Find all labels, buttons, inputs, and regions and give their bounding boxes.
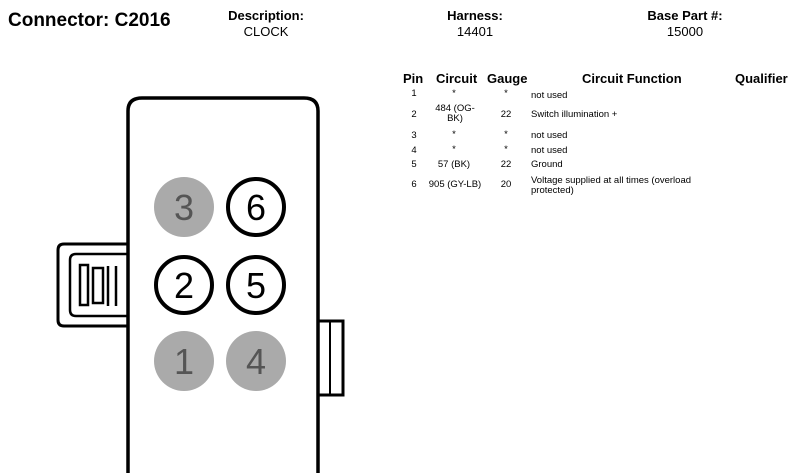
wire-gauge: 22	[500, 159, 512, 170]
pin-number: 5	[411, 159, 417, 170]
harness-block: Harness: 14401	[400, 8, 550, 40]
pin-cavity-6: 6	[226, 177, 286, 237]
wire-gauge: *	[504, 144, 508, 155]
pin-label: 2	[174, 265, 194, 306]
circuit-id: 484 (OG-BK)	[435, 103, 475, 124]
pin-circle	[154, 177, 214, 237]
description-value: CLOCK	[243, 24, 289, 39]
pin-number: 2	[411, 109, 417, 120]
harness-value: 14401	[456, 24, 494, 39]
pin-number: 3	[411, 130, 417, 141]
pin-label: 3	[174, 187, 194, 228]
connector-diagram: 3 6 2 5 1 4	[56, 96, 345, 473]
circuit-function: not used	[531, 130, 568, 141]
circuit-id: *	[452, 88, 456, 99]
harness-label: Harness:	[447, 8, 503, 23]
circuit-id: 57 (BK)	[437, 159, 471, 170]
circuit-function: not used	[531, 90, 568, 101]
connector-title: Connector: C2016	[8, 10, 171, 31]
header-circuit-function: Circuit Function	[582, 71, 682, 86]
pin-cavity-2: 2	[154, 255, 214, 315]
pin-cavity-5: 5	[226, 255, 286, 315]
description-label: Description:	[228, 8, 304, 23]
pin-cavity-4: 4	[226, 331, 286, 391]
base-part-value: 15000	[666, 24, 704, 39]
circuit-function: Ground	[531, 159, 563, 170]
circuit-id: *	[452, 144, 456, 155]
pin-number: 6	[411, 179, 417, 190]
base-part-label: Base Part #:	[647, 8, 723, 23]
wire-gauge: *	[504, 129, 508, 140]
circuit-id: *	[452, 129, 456, 140]
right-latch-tab	[314, 319, 345, 397]
pin-circle	[154, 331, 214, 391]
pin-cavity-3: 3	[154, 177, 214, 237]
pin-label: 4	[246, 341, 266, 382]
pin-cavities: 3 6 2 5 1 4	[154, 177, 286, 391]
pin-circle	[226, 331, 286, 391]
pin-number: 4	[411, 145, 417, 156]
header-circuit: Circuit	[436, 71, 478, 86]
wire-gauge: 20	[500, 179, 512, 190]
pin-circle	[226, 177, 286, 237]
header-pin: Pin	[403, 71, 424, 86]
wire-gauge: *	[504, 88, 508, 99]
circuit-id: 905 (GY-LB)	[428, 179, 482, 190]
pin-label: 6	[246, 187, 266, 228]
pin-cavity-1: 1	[154, 331, 214, 391]
base-part-block: Base Part #: 15000	[610, 8, 760, 40]
pin-label: 1	[174, 341, 194, 382]
pin-circle	[226, 255, 286, 315]
pin-circle	[154, 255, 214, 315]
header-qualifier: Qualifier	[735, 71, 788, 86]
wire-gauge: 22	[500, 109, 512, 120]
pin-label: 5	[246, 265, 266, 306]
left-latch	[56, 242, 128, 328]
circuit-function: Voltage supplied at all times (overload …	[531, 175, 692, 196]
circuit-function: Switch illumination +	[531, 109, 618, 120]
pin-number: 1	[411, 88, 417, 99]
circuit-function: not used	[531, 145, 568, 156]
header-gauge: Gauge	[487, 71, 528, 86]
description-block: Description: CLOCK	[191, 8, 341, 40]
